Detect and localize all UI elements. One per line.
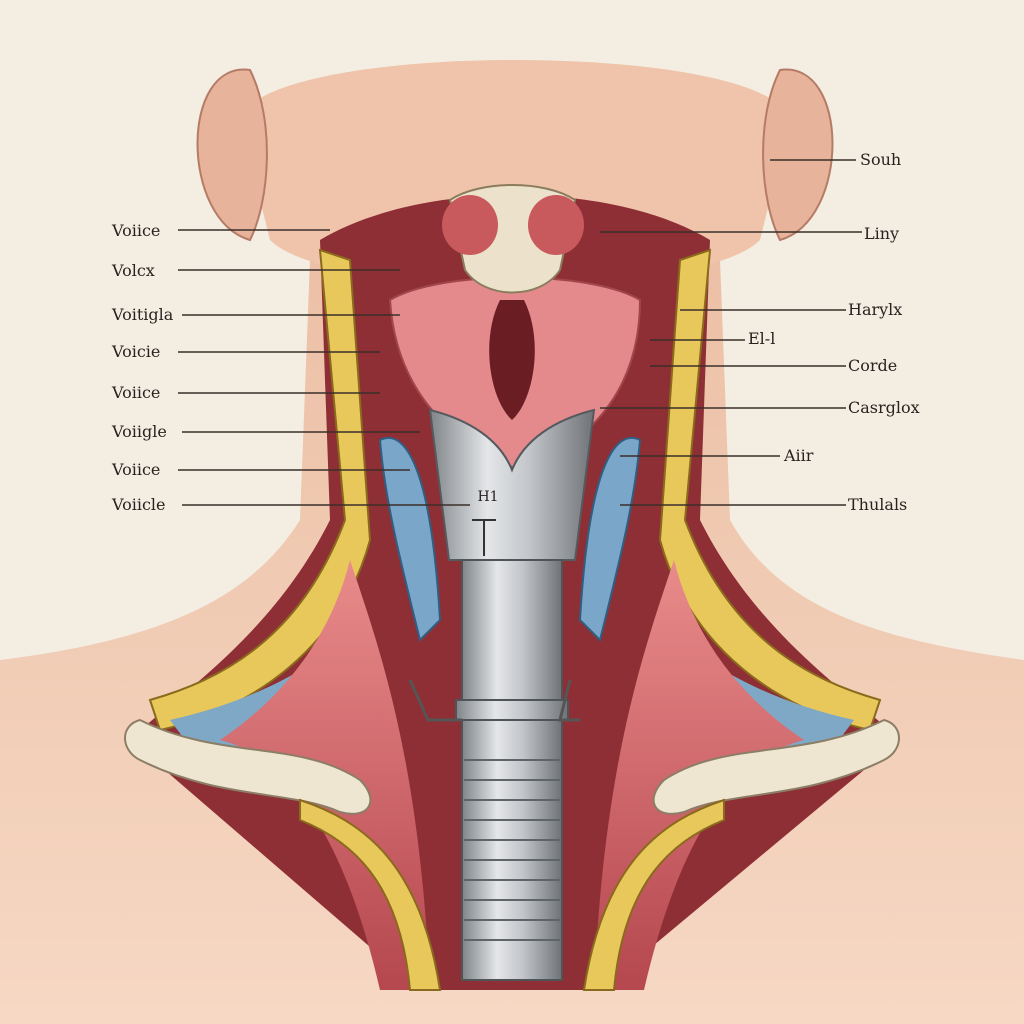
glottis xyxy=(489,300,535,420)
clavicle-right xyxy=(652,718,900,815)
plate-right xyxy=(582,798,725,991)
label-left-5: Voiice xyxy=(112,383,161,402)
vein-right xyxy=(578,436,642,642)
tracheal-tube xyxy=(461,559,563,981)
label-left-2: Volcx xyxy=(112,261,155,280)
right-ear xyxy=(762,68,834,242)
vein-left xyxy=(378,436,442,642)
tube-rings xyxy=(464,759,560,941)
left-ear xyxy=(196,68,268,242)
label-left-3: Voitigla xyxy=(112,305,174,324)
leader-lines-left xyxy=(178,229,470,506)
label-left-6: Voiigle xyxy=(112,422,167,441)
label-right-5: Corde xyxy=(848,356,898,375)
tube-funnel xyxy=(428,408,596,561)
label-right-1: Souh xyxy=(860,150,902,169)
label-right-3: Harylx xyxy=(848,300,903,319)
label-right-4: El-l xyxy=(748,329,776,348)
tube-collar xyxy=(455,699,569,721)
label-left-4: Voicie xyxy=(112,342,161,361)
label-right-7: Aiir xyxy=(784,446,814,465)
label-right-8: Thulals xyxy=(848,495,908,514)
plate-left xyxy=(299,798,442,991)
clip-right xyxy=(558,679,580,722)
nasal-right xyxy=(528,195,584,255)
tube-label: H1 xyxy=(477,489,499,505)
nasal-left xyxy=(442,195,498,255)
clavicle-left xyxy=(124,718,372,815)
leader-lines-right xyxy=(600,159,862,506)
label-left-7: Voiice xyxy=(112,460,161,479)
label-right-2: Liny xyxy=(864,224,900,243)
label-right-6: Casrglox xyxy=(848,398,920,417)
clip-left xyxy=(408,679,462,722)
label-left-1: Voiice xyxy=(112,221,161,240)
tube-t-marker xyxy=(472,519,496,556)
label-left-8: Voiicle xyxy=(112,495,166,514)
